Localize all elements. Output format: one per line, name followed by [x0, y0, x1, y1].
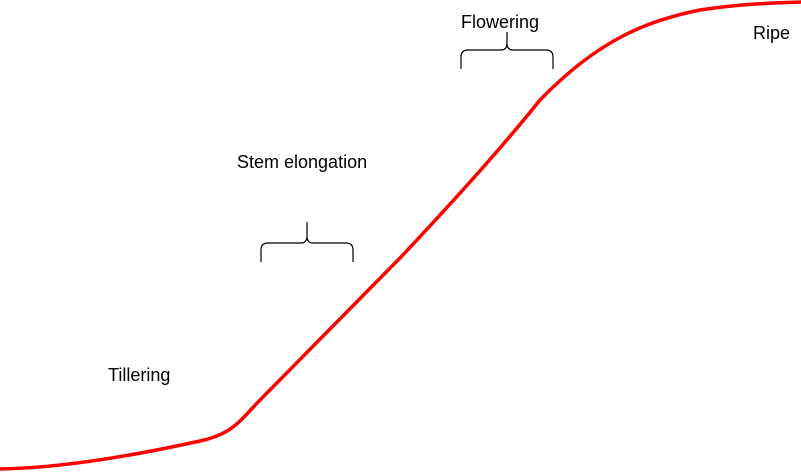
- flowering-label: Flowering: [461, 12, 540, 32]
- tillering-label: Tillering: [108, 365, 171, 385]
- ripe-label: Ripe: [753, 23, 791, 43]
- stem-elongation-label: Stem elongation: [237, 152, 368, 172]
- flowering-brace: [460, 32, 554, 69]
- stem-elongation-brace: [260, 222, 354, 262]
